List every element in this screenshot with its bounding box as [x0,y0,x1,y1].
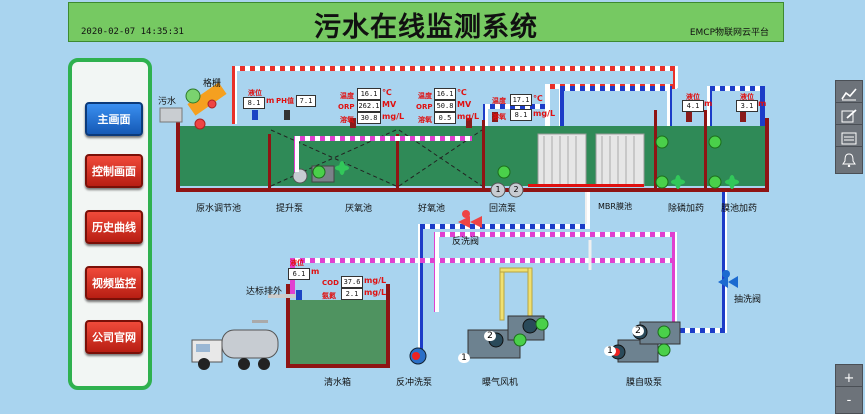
blower-1-number: 1 [458,353,470,363]
return-pump-1-number: 1 [495,185,501,194]
tank3-temp-value: 16.1 [434,88,456,100]
self-prime-2-number: 2 [632,326,644,336]
tank6-level-value: 3.1 [736,100,758,112]
tank2-orp-label: ORP [338,103,355,111]
tank6-level-label: 液位 [740,93,754,101]
nav-history-curve-button[interactable]: 历史曲线 [85,210,143,244]
cod-unit: mg/L [364,276,387,285]
tank2-do-unit: mg/L [382,112,405,121]
phos-dose-label: 除磷加药 [668,204,705,214]
raw-tank-label: 原水调节池 [196,204,242,214]
tank1-ph-value: 7.1 [296,95,316,107]
tank1-ph-label: PH值 [276,97,294,105]
tank3-orp-value: 50.8 [434,100,456,112]
backwash-pump-label: 反冲洗泵 [396,378,433,388]
screen-label: 格栅 [203,79,222,89]
nav-company-site-button[interactable]: 公司官网 [85,320,143,354]
tank6-level-unit: m [758,99,767,108]
tank2-orp-value: 262.1 [357,100,381,112]
tank2-do-value: 30.8 [357,112,381,124]
tank2-do-label: 溶氧 [340,116,354,124]
aerobic-label: 好氧池 [418,204,446,214]
nav-main-screen-button[interactable]: 主画面 [85,102,143,136]
tank2-temp-label: 温度 [340,92,354,100]
tank2-temp-value: 16.1 [357,88,381,100]
clean-level-label: 液位 [290,259,304,267]
tank3-do-unit: mg/L [457,112,480,121]
tank4-temp-unit: ℃ [533,94,543,103]
ammonia-value: 2.1 [341,288,363,300]
tank2-temp-unit: ℃ [382,88,392,97]
tank5-level-unit: m [704,99,713,108]
page-title: 污水在线监测系统 [314,12,538,43]
anaerobic-label: 厌氧池 [345,204,373,214]
tank5-level-label: 液位 [686,93,700,101]
discharge-label: 达标排外 [246,287,283,297]
ammonia-label: 氨氮 [322,292,336,300]
ammonia-unit: mg/L [364,288,387,297]
side-nav: 主画面 控制画面 历史曲线 视频监控 公司官网 [68,58,152,390]
tank3-orp-unit: MV [457,100,472,109]
inlet-label: 污水 [158,97,177,107]
tank1-level-value: 8.1 [243,97,265,109]
clean-level-value: 6.1 [288,268,310,280]
pumpwash-valve-label: 抽洗阀 [734,295,762,305]
lift-pump-label: 提升泵 [276,204,304,214]
nav-control-screen-button[interactable]: 控制画面 [85,154,143,188]
self-prime-1-number: 1 [604,346,616,356]
tank1-level-label: 液位 [248,89,262,97]
tank4-do-unit: mg/L [533,109,556,118]
tank2-orp-unit: MV [382,100,397,109]
return-pump-label: 回流泵 [489,204,517,214]
platform-label: EMCP物联网云平台 [689,28,769,38]
tank3-do-label: 溶氧 [418,116,432,124]
clean-level-unit: m [311,267,320,276]
backwash-valve-label: 反洗阀 [452,237,480,247]
tank3-temp-label: 温度 [418,92,432,100]
bell-icon[interactable] [835,146,863,174]
datetime-display: 2020-02-07 14:35:31 [81,27,184,37]
clean-tank-label: 清水箱 [324,378,352,388]
tank3-do-value: 0.5 [434,112,456,124]
tank3-orp-label: ORP [416,103,433,111]
tank4-temp-value: 17.1 [510,94,532,106]
mbr-label: MBR膜池 [598,202,632,211]
tank4-do-label: 溶氧 [492,113,506,121]
return-pump-2-number: 2 [513,185,519,194]
blower-2-number: 2 [484,331,496,341]
cod-value: 37.6 [341,276,363,288]
blower-label: 曝气风机 [482,378,519,388]
self-prime-pump-label: 膜自吸泵 [626,378,663,388]
nav-video-monitor-button[interactable]: 视频监控 [85,266,143,300]
tank3-temp-unit: ℃ [457,88,467,97]
tank4-temp-label: 温度 [492,97,506,105]
mbr-dose-label: 膜池加药 [721,204,758,214]
tank5-level-value: 4.1 [682,100,704,112]
tank1-level-unit: m [266,96,275,105]
header-bar: 污水在线监测系统 2020-02-07 14:35:31 EMCP物联网云平台 [68,2,784,43]
tank4-do-value: 8.1 [510,109,532,121]
cod-label: COD [322,279,339,287]
